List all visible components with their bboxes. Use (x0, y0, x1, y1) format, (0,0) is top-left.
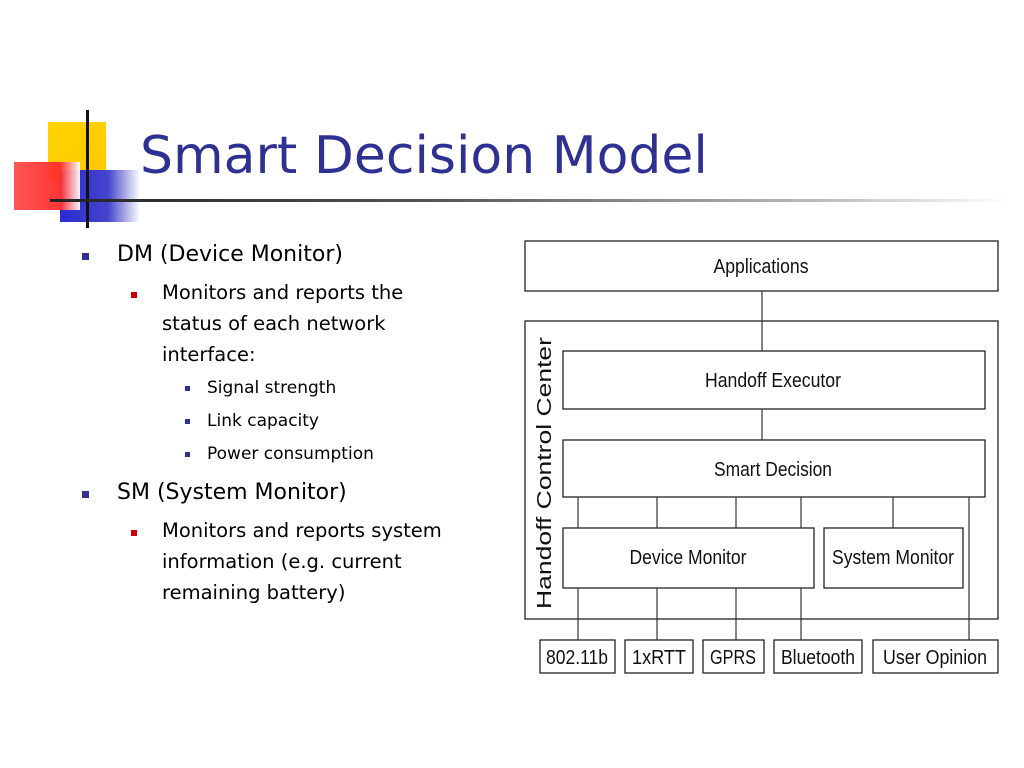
input-box-user-opinion (872, 639, 999, 674)
slide-title: Smart Decision Model (140, 126, 708, 186)
bullet-dm-desc-line3: interface: (162, 343, 256, 366)
input-label-gprs: GPRS (710, 647, 756, 669)
device-monitor-box (562, 527, 815, 589)
smart-decision-box (562, 439, 986, 498)
bullet-dm: DM (Device Monitor) (117, 242, 343, 267)
smart-decision-label: Smart Decision (714, 459, 832, 481)
connector-lines (577, 291, 970, 640)
bullet-power-consumption: Power consumption (207, 444, 374, 464)
input-label-80211b: 802.11b (546, 647, 608, 669)
title-divider (50, 199, 1010, 202)
input-label-bluetooth: Bluetooth (781, 647, 855, 669)
handoff-executor-label: Handoff Executor (705, 370, 841, 392)
architecture-diagram: Applications Handoff Executor Smart Deci… (524, 240, 999, 674)
applications-label: Applications (714, 256, 809, 278)
bullet-marker (185, 419, 190, 424)
bullet-sm-desc-line2: information (e.g. current (162, 550, 402, 573)
applications-box (524, 240, 999, 292)
input-box-80211b (539, 639, 616, 674)
handoff-executor-box (562, 350, 986, 410)
bullet-sm: SM (System Monitor) (117, 480, 347, 505)
bullet-dm-desc-line1: Monitors and reports the (162, 281, 404, 304)
bullet-dm-desc-line2: status of each network (162, 312, 386, 335)
input-label-1xrtt: 1xRTT (632, 647, 686, 669)
bullet-marker (82, 491, 89, 498)
input-box-bluetooth (773, 639, 863, 674)
bullet-sm-desc-line3: remaining battery) (162, 581, 346, 604)
bullet-sm-desc-line1: Monitors and reports system (162, 519, 442, 542)
input-box-1xrtt (624, 639, 694, 674)
bullet-marker (185, 452, 190, 457)
bullet-signal-strength: Signal strength (207, 378, 337, 398)
system-monitor-label: System Monitor (832, 547, 954, 569)
input-label-user-opinion: User Opinion (883, 647, 987, 669)
bullet-marker (82, 253, 89, 260)
input-box-gprs (702, 639, 765, 674)
bullet-marker (185, 386, 190, 391)
bullet-marker (131, 530, 137, 536)
system-monitor-box (823, 527, 964, 589)
handoff-control-center-label: Handoff Control Center (534, 337, 556, 609)
device-monitor-label: Device Monitor (630, 547, 747, 569)
bullet-link-capacity: Link capacity (207, 411, 319, 431)
bullet-marker (131, 292, 137, 298)
bullet-list: DM (Device Monitor) Monitors and reports… (0, 0, 510, 768)
slide-logo (14, 110, 140, 228)
